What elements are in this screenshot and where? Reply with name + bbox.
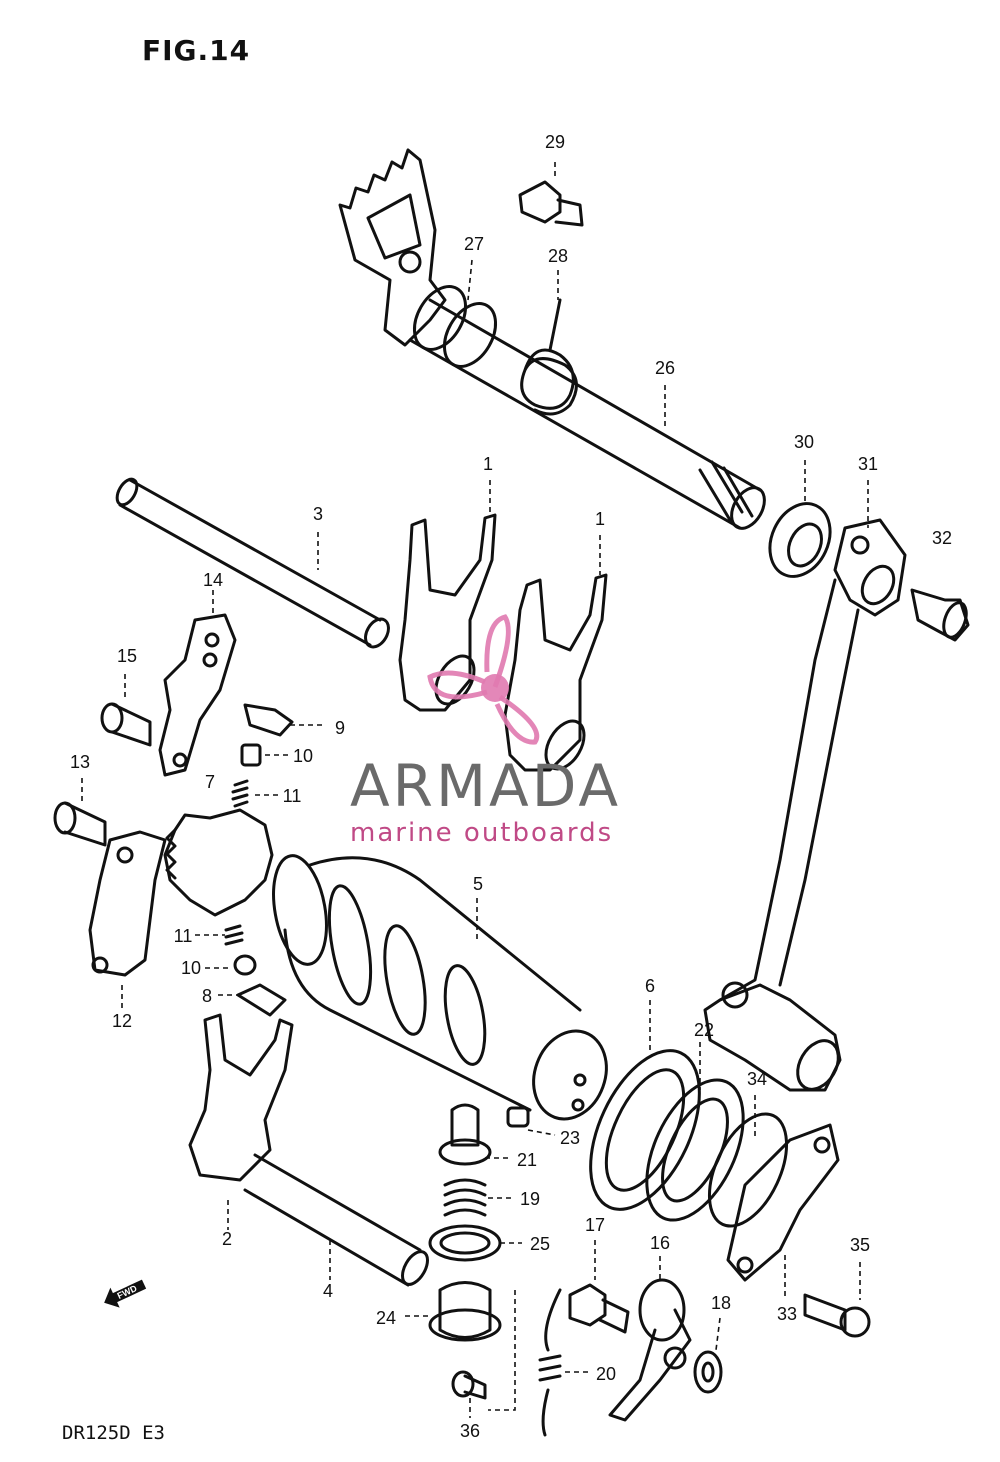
part-number-label-5: 5 (473, 874, 483, 894)
cam-pin (53, 801, 107, 847)
part-number-label-21: 21 (517, 1150, 537, 1170)
part-number-label-11a: 11 (283, 786, 302, 806)
pin-bolt (518, 180, 584, 227)
part-number-label-15: 15 (117, 646, 137, 666)
stopper-9 (243, 703, 294, 737)
part-number-label-31: 31 (858, 454, 878, 474)
part-number-label-36: 36 (460, 1421, 480, 1441)
plug-bolt (428, 1281, 502, 1342)
forward-direction-marker: FWD (100, 1274, 150, 1317)
part-number-label-27: 27 (464, 234, 484, 254)
part-number-label-12: 12 (112, 1011, 132, 1031)
cover-screw (803, 1293, 871, 1338)
part-number-label-19: 19 (520, 1189, 540, 1209)
stopper-lever (608, 1278, 692, 1422)
model-code: DR125D E3 (62, 1422, 165, 1444)
pin-10-lower (233, 954, 257, 976)
part-number-label-1a: 1 (483, 454, 493, 474)
part-number-label-33: 33 (777, 1304, 797, 1324)
stopper-pin (100, 702, 152, 747)
cover-plate (726, 1123, 840, 1282)
gear-shift-shaft (408, 285, 766, 530)
gear-shift-cam (272, 854, 608, 1121)
part-number-label-10b: 10 (181, 958, 201, 978)
part-number-label-3: 3 (313, 504, 323, 524)
part-number-label-34: 34 (747, 1069, 767, 1089)
gasket-6 (589, 1049, 701, 1211)
part-number-label-9: 9 (335, 718, 345, 738)
watermark-brand: ARMADA (350, 752, 622, 820)
part-number-label-29: 29 (545, 132, 565, 152)
part-number-label-32: 32 (932, 528, 952, 548)
part-number-label-11b: 11 (174, 926, 193, 946)
part-number-label-2: 2 (222, 1229, 232, 1249)
stopper-plate (158, 613, 237, 777)
return-spring (520, 298, 578, 416)
part-number-label-1b: 1 (595, 509, 605, 529)
part-number-label-16: 16 (650, 1233, 670, 1253)
gasket-22 (645, 1078, 745, 1222)
pin-23 (506, 1106, 530, 1128)
part-number-label-26: 26 (655, 358, 675, 378)
spring-11-lower (224, 924, 244, 946)
gasket-34 (707, 1112, 789, 1228)
lever-bolt (910, 588, 970, 642)
part-number-label-10a: 10 (293, 746, 313, 766)
plunger-spring (443, 1178, 487, 1217)
part-number-label-4: 4 (323, 1281, 333, 1301)
part-number-label-20: 20 (596, 1364, 616, 1384)
spring-11-upper (231, 779, 249, 808)
part-number-label-28: 28 (548, 246, 568, 266)
cam-driven-gear (163, 808, 274, 917)
shift-fork-lower (188, 1013, 294, 1182)
part-number-label-13: 13 (70, 752, 90, 772)
part-number-label-7: 7 (205, 772, 215, 792)
washer-25 (428, 1224, 502, 1262)
part-number-label-23: 23 (560, 1128, 580, 1148)
bolt-17 (568, 1283, 630, 1334)
lever-spring (538, 1288, 562, 1437)
cam-guide-plate (88, 830, 167, 977)
part-number-label-24: 24 (376, 1308, 396, 1328)
watermark-tagline: marine outboards (350, 818, 614, 848)
part-number-label-18: 18 (711, 1293, 731, 1313)
screw-36 (451, 1370, 487, 1400)
part-number-label-25: 25 (530, 1234, 550, 1254)
pin-10-upper (240, 743, 262, 767)
propeller-logo-icon (427, 614, 540, 745)
part-number-label-22: 22 (694, 1020, 714, 1040)
oil-seal (768, 502, 832, 578)
part-number-label-17: 17 (585, 1215, 605, 1235)
stopper-8 (236, 983, 287, 1017)
figure-title: FIG.14 (142, 34, 251, 67)
part-number-label-6: 6 (645, 976, 655, 996)
fork-shaft-upper (115, 477, 390, 649)
gear-shift-shaft-arm (338, 148, 447, 347)
shift-fork-upper-right (503, 573, 608, 772)
neutral-plunger (438, 1103, 492, 1166)
part-number-label-30: 30 (794, 432, 814, 452)
washer-18 (693, 1350, 723, 1394)
part-number-label-35: 35 (850, 1235, 870, 1255)
arrow-left-icon: FWD (104, 1279, 147, 1308)
part-number-label-8: 8 (202, 986, 212, 1006)
fork-shaft-lower (243, 1153, 429, 1287)
part-number-label-14: 14 (203, 570, 223, 590)
gear-shift-lever (703, 518, 907, 1092)
